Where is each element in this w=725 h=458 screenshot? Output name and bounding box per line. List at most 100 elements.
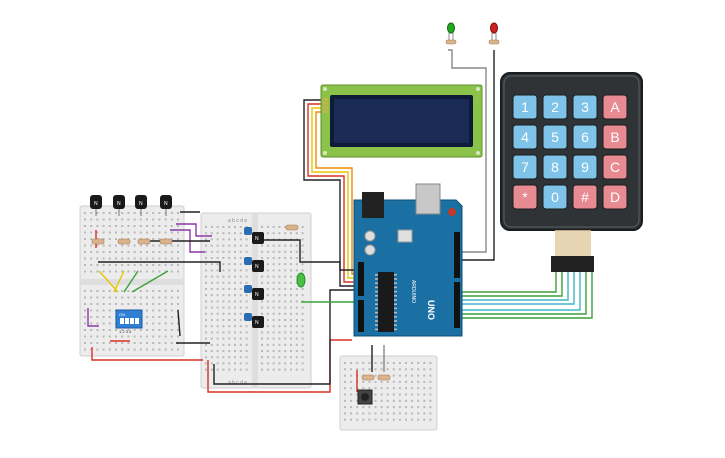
wire-lcd-scl [315,111,358,275]
keypad-key-label: 4 [521,129,529,145]
digital-header-2 [454,282,460,328]
dip-switch[interactable]: ON 1 2 3 4 [115,309,143,334]
breadboard-row-letters: a b c d e [228,218,247,224]
reset-button [448,208,456,216]
wire-black-side [177,309,181,337]
arduino-uno[interactable]: UNO ARDUINO [353,183,463,337]
keypad-key-1[interactable]: 1 [512,94,538,120]
arduino-model-label: UNO [426,300,436,320]
resistors-left [91,224,391,381]
breadboard-bottom[interactable] [339,355,438,431]
wire-purple-3 [87,308,99,327]
keypad-key-9[interactable]: 9 [572,154,598,180]
keypad[interactable]: 1 2 3 A 4 5 6 B 7 8 9 C * 0 # D [500,72,643,272]
power-header [358,262,364,296]
lcd-mount-holes [323,87,480,155]
keypad-key-D[interactable]: D [602,184,628,210]
sensor-label: N [139,201,143,207]
keypad-key-C[interactable]: C [602,154,628,180]
usb-port [415,183,441,215]
wire-keypad-bundle [462,272,593,319]
power-jack [362,192,384,218]
breadboard-bottom-holes [344,362,432,421]
sensor-label: N [164,201,168,207]
mosfet-3[interactable]: N [252,288,264,300]
mosfet-2[interactable]: N [252,260,264,272]
wire-lcd-vcc [307,103,358,283]
keypad-key-0[interactable]: 0 [542,184,568,210]
analog-header [358,300,364,332]
wire-led-red [462,50,495,261]
keypad-key-label: B [610,129,619,145]
wire-lcd-sda [311,107,358,279]
capacitors [244,227,252,321]
atmega-chip [378,272,394,332]
wire-yellow-2 [98,270,119,293]
keypad-key-2[interactable]: 2 [542,94,568,120]
keypad-key-8[interactable]: 8 [542,154,568,180]
wire-black-mid [262,239,358,271]
keypad-key-label: 8 [551,159,559,175]
wire-black-long [98,261,221,272]
keypad-key-label: A [610,99,620,115]
wire-green-1 [123,270,139,293]
wire-purple-2 [176,223,212,237]
lcd-pins [323,98,328,113]
keypad-key-label: 7 [521,159,529,175]
mosfet-label: N [255,320,259,326]
sensor-4[interactable]: N [160,195,172,216]
keypad-key-label: 9 [581,159,589,175]
mosfet-column: N N N N [252,232,264,328]
mosfet-label: N [255,236,259,242]
keypad-key-B[interactable]: B [602,124,628,150]
wire-black-gnd-2 [213,289,358,385]
keypad-key-3[interactable]: 3 [572,94,598,120]
dip-switch-pins: 1 2 3 4 [119,329,132,334]
keypad-keys: 1 2 3 A 4 5 6 B 7 8 9 C * 0 # D [512,94,628,210]
green-led-component[interactable] [296,272,306,288]
led-green-top[interactable] [445,22,457,45]
digital-header-1 [454,232,460,278]
keypad-key-6[interactable]: 6 [572,124,598,150]
keypad-key-label: * [522,189,528,205]
keypad-key-label: C [610,159,620,175]
keypad-key-star[interactable]: * [512,184,538,210]
keypad-key-label: 1 [521,99,529,115]
breadboard-row-letters-bottom: a b c d e [228,380,247,386]
wires [87,49,593,393]
wire-red-power-1 [91,347,203,361]
arduino-brand-label: ARDUINO [410,280,416,303]
keypad-key-A[interactable]: A [602,94,628,120]
keypad-key-label: D [610,189,620,205]
mosfet-4[interactable]: N [252,316,264,328]
mosfet-label: N [255,292,259,298]
wire-lcd-gnd [303,99,358,287]
wire-green-2 [131,270,169,293]
keypad-key-4[interactable]: 4 [512,124,538,150]
keypad-key-label: 3 [581,99,589,115]
led-red-top[interactable] [488,22,500,45]
sensor-label: N [117,201,121,207]
keypad-ribbon [551,230,594,272]
sensor-1[interactable]: N [90,195,102,216]
keypad-key-label: # [581,189,589,205]
mosfet-1[interactable]: N [252,232,264,244]
mosfet-label: N [255,264,259,270]
push-button[interactable] [357,389,373,405]
keypad-key-label: 0 [551,189,559,205]
keypad-key-label: 5 [551,129,559,145]
keypad-key-7[interactable]: 7 [512,154,538,180]
keypad-key-5[interactable]: 5 [542,124,568,150]
breadboard-middle[interactable]: a b c d e a b c d e [200,212,312,389]
dip-switch-label: ON [119,312,125,317]
wire-red-power-2 [207,339,352,393]
keypad-key-label: 2 [551,99,559,115]
sensor-2[interactable]: N [113,195,125,216]
lcd-display[interactable] [320,84,483,158]
keypad-key-hash[interactable]: # [572,184,598,210]
sensor-3[interactable]: N [135,195,147,216]
keypad-key-label: 6 [581,129,589,145]
